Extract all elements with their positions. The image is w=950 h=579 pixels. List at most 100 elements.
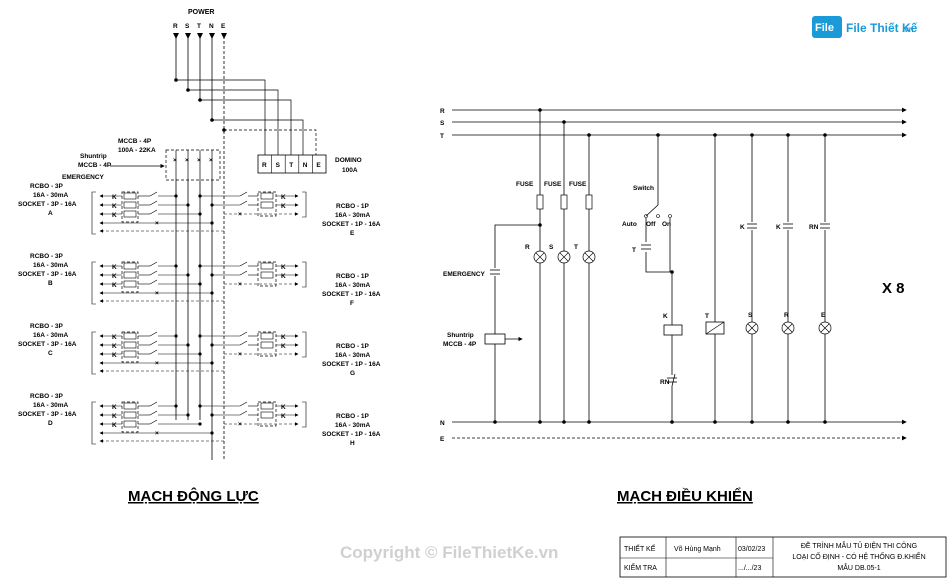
- left-group-label: RCBO - 3P: [30, 253, 64, 260]
- power-title: POWER: [188, 9, 214, 16]
- lamp-label: T: [574, 244, 578, 251]
- shunt-label-1: Shuntrip: [80, 153, 107, 160]
- k-contact-label: K: [112, 212, 117, 219]
- indicator-label: S: [748, 312, 753, 319]
- k-contact-label: K: [112, 422, 117, 429]
- right-group-label: H: [350, 440, 355, 447]
- rcbo-3p-left: [121, 401, 139, 433]
- timer-contact-label: T: [632, 247, 636, 254]
- svg-text:×: ×: [173, 157, 177, 164]
- right-group-label: RCBO - 1P: [336, 203, 370, 210]
- k-contact-label: K: [112, 282, 117, 289]
- svg-text:×: ×: [238, 421, 242, 428]
- contact-label: K: [740, 224, 745, 231]
- left-group-label: 16A - 30mA: [33, 332, 68, 339]
- domino-cell-label: T: [289, 162, 293, 169]
- domino-block: [257, 154, 327, 174]
- phase-label: R: [173, 23, 178, 30]
- power-section-title: MẠCH ĐỘNG LỰC: [128, 487, 259, 505]
- k-contact-label: K: [281, 264, 286, 271]
- svg-text:×: ×: [197, 157, 201, 164]
- k-contact-label: K: [281, 194, 286, 201]
- left-group-label: RCBO - 3P: [30, 183, 64, 190]
- k-contact-label: K: [281, 343, 286, 350]
- bus-label: N: [440, 420, 445, 427]
- rcbo-1p-right: [257, 191, 277, 217]
- domino-cell-label: S: [276, 162, 281, 169]
- indicator-branch: KR: [776, 133, 795, 424]
- tb-desc-3: MẪU DB.05-1: [837, 563, 880, 572]
- k-coil: [663, 324, 683, 336]
- lamp-label: S: [549, 244, 554, 251]
- bus-label: T: [440, 133, 444, 140]
- k-contact-label: K: [112, 264, 117, 271]
- tb-design-date: 03/02/23: [738, 546, 765, 553]
- right-group-label: 16A - 30mA: [335, 352, 370, 359]
- title-block: THIẾT KẾ Võ Hùng Mạnh 03/02/23 KIỂM TRA …: [619, 536, 947, 578]
- left-group-label: RCBO - 3P: [30, 393, 64, 400]
- right-group-label: 16A - 30mA: [335, 282, 370, 289]
- fuse-label: FUSE: [516, 181, 534, 188]
- tb-desc-1: ĐỀ TRÌNH MẪU TỦ ĐIỆN THI CÔNG: [801, 540, 917, 550]
- svg-text:×: ×: [209, 157, 213, 164]
- domino-cell-label: N: [303, 162, 308, 169]
- tb-design-label: THIẾT KẾ: [624, 543, 656, 553]
- left-group-label: RCBO - 3P: [30, 323, 64, 330]
- fuse-icon: [585, 194, 593, 210]
- svg-text:×: ×: [155, 290, 159, 297]
- logo-badge-icon: [812, 16, 842, 38]
- k-contact-label: K: [112, 334, 117, 341]
- domino-label-2: 100A: [342, 167, 358, 174]
- k-contact-label: K: [112, 352, 117, 359]
- brand-logo: File File Thiết Kế .vn: [812, 16, 918, 38]
- phase-label: N: [209, 23, 214, 30]
- rcbo-1p-right: [257, 401, 277, 427]
- rn-contact-label: RN: [660, 379, 670, 386]
- logo-badge-text: File: [815, 22, 834, 34]
- k-contact-label: K: [112, 413, 117, 420]
- ctrl-shunt-label-2: MCCB - 4P: [443, 341, 477, 348]
- logo-suffix: .vn: [902, 25, 914, 34]
- shunt-label-3: EMERGENCY: [62, 174, 105, 181]
- switch-label: Switch: [633, 185, 654, 192]
- left-group-label: B: [48, 280, 53, 287]
- k-contact-label: K: [112, 273, 117, 280]
- domino-cell-label: R: [262, 162, 267, 169]
- k-contact-label: K: [112, 343, 117, 350]
- bus-label: R: [440, 108, 445, 115]
- left-group-label: A: [48, 210, 53, 217]
- phase-label: T: [197, 23, 201, 30]
- fuse-icon: [560, 194, 568, 210]
- k-contact-label: K: [281, 273, 286, 280]
- logo-text: File Thiết Kế: [846, 21, 918, 35]
- contact-label: K: [776, 224, 781, 231]
- right-group-label: G: [350, 370, 355, 377]
- left-group-label: SOCKET - 3P - 16A: [18, 411, 77, 418]
- indicator-label: R: [784, 312, 789, 319]
- k-contact-label: K: [112, 203, 117, 210]
- tb-desc-2: LOẠI CỐ ĐỊNH - CÓ HỆ THỐNG Đ.KHIỂN: [792, 551, 925, 561]
- svg-text:×: ×: [238, 211, 242, 218]
- tb-check-label: KIỂM TRA: [624, 563, 657, 572]
- contact-label: RN: [809, 224, 819, 231]
- phase-label: S: [185, 23, 190, 30]
- indicator-label: E: [821, 312, 826, 319]
- rcbo-3p-left: [121, 261, 139, 293]
- mccb-label-1: MCCB - 4P: [118, 138, 152, 145]
- right-group-label: 16A - 30mA: [335, 422, 370, 429]
- right-group-label: RCBO - 1P: [336, 343, 370, 350]
- copyright-watermark: Copyright © FileThietKe.vn: [340, 543, 558, 562]
- left-group-label: 16A - 30mA: [33, 262, 68, 269]
- rcbo-3p-left: [121, 331, 139, 363]
- right-group-label: RCBO - 1P: [336, 413, 370, 420]
- svg-text:×: ×: [155, 430, 159, 437]
